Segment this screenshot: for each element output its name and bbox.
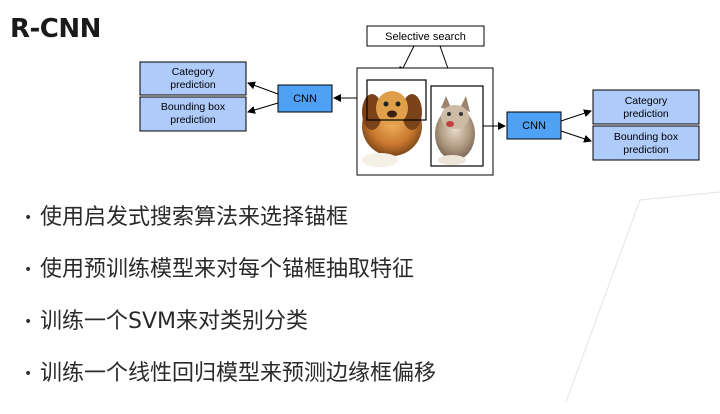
bullet-item: • 训练一个线性回归模型来预测边缘框偏移 [24,362,436,386]
left-category-line2: prediction [170,79,216,91]
right-category-line2: prediction [623,108,669,120]
bullet-dot-icon: • [24,262,33,278]
selective-search-box: Selective search [366,25,485,47]
left-bbox-line2: prediction [170,114,216,126]
bullet-text: 训练一个线性回归模型来预测边缘框偏移 [40,361,437,386]
right-bbox-line2: prediction [623,144,669,156]
arrow-right-cnn-to-category [560,109,592,122]
dog-region-box [366,79,427,121]
right-cnn-label: CNN [522,120,546,132]
bullet-dot-icon: • [24,210,33,226]
bullet-item: • 使用启发式搜索算法来选择锚框 [24,206,436,230]
bullet-text: 训练一个SVM来对类别分类 [40,309,308,334]
right-cnn-block: CNN [506,111,562,140]
bullet-dot-icon: • [24,314,33,330]
arrow-right-cnn-to-bbox [560,130,592,143]
slide-title: R-CNN [10,14,101,44]
cat-image [435,96,475,165]
left-bbox-line1: Bounding box [161,101,226,113]
left-category-box: Category prediction [139,61,247,96]
left-category-line1: Category [172,66,215,78]
arrow-left-cnn-to-category [247,81,279,95]
left-bbox-box: Bounding box prediction [139,96,247,132]
bullet-item: • 训练一个SVM来对类别分类 [24,310,436,334]
bullet-text: 使用启发式搜索算法来选择锚框 [40,205,349,230]
right-bbox-line1: Bounding box [614,131,679,143]
right-category-box: Category prediction [592,89,700,125]
arrow-left-cnn-to-bbox [247,102,279,114]
right-bbox-box: Bounding box prediction [592,125,700,161]
left-cnn-label: CNN [293,93,317,105]
input-image [356,67,494,176]
bullet-text: 使用预训练模型来对每个锚框抽取特征 [40,257,415,282]
right-category-line1: Category [625,95,668,107]
bullet-dot-icon: • [24,366,33,382]
rcnn-diagram: Selective search [139,25,700,176]
left-cnn-block: CNN [277,84,333,113]
bullet-item: • 使用预训练模型来对每个锚框抽取特征 [24,258,436,282]
selective-search-label: Selective search [385,31,466,43]
bullet-list: • 使用启发式搜索算法来选择锚框 • 使用预训练模型来对每个锚框抽取特征 • 训练一个… [24,206,436,414]
